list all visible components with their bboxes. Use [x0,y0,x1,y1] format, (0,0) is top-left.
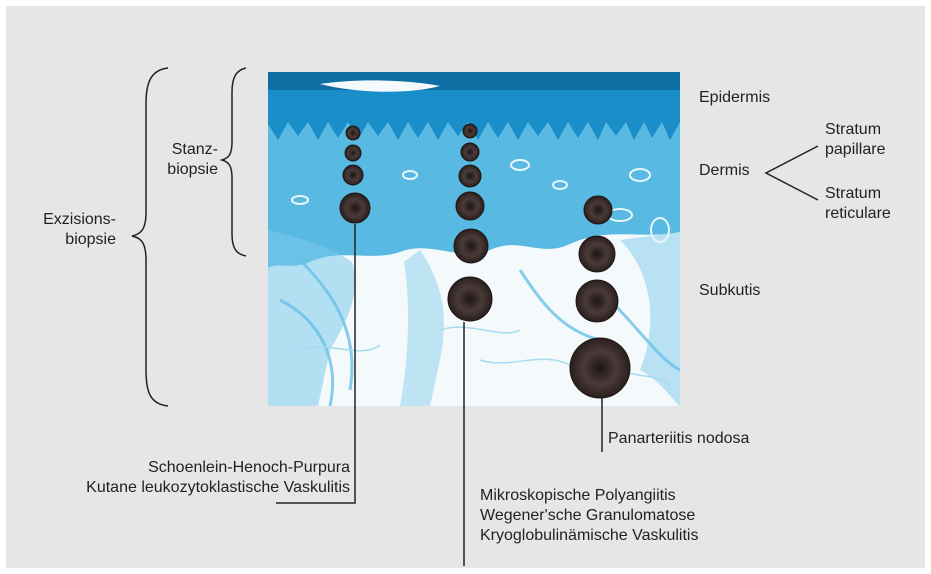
label-line: biopsie [150,160,218,180]
label-line: Stratum [825,184,891,204]
dermis-split-lines [766,146,818,200]
callout-col2: Mikroskopische Polyangiitis Wegener'sche… [480,486,698,546]
vessel [346,126,360,140]
stratum-papillare-label: Stratum papillare [825,120,885,160]
vessel [579,236,615,272]
label-line: papillare [825,140,885,160]
vessel [340,193,370,223]
vessel [448,277,492,321]
vessel [345,145,361,161]
punch-bracket [222,68,246,256]
callout-col3: Panarteriitis nodosa [608,429,749,449]
label-line: Schoenlein-Henoch-Purpura [60,458,350,478]
label-line: Wegener'sche Granulomatose [480,506,698,526]
label-line: Kutane leukozytoklastische Vaskulitis [60,478,350,498]
vessel [456,192,484,220]
epidermis-label: Epidermis [699,88,770,108]
callout-col1: Schoenlein-Henoch-Purpura Kutane leukozy… [60,458,350,498]
vessel [584,196,612,224]
excision-biopsy-label: Exzisions- biopsie [28,210,116,250]
label-line: Panarteriitis nodosa [608,429,749,449]
label-line: Exzisions- [28,210,116,230]
vessel [461,143,479,161]
label-line: biopsie [28,230,116,250]
label-line: Epidermis [699,88,770,108]
vessel [576,280,618,322]
stratum-reticulare-label: Stratum reticulare [825,184,891,224]
label-line: Stanz- [150,140,218,160]
label-line: Kryoglobulinämische Vaskulitis [480,526,698,546]
vessel [343,165,363,185]
vessel [454,229,488,263]
subcutis-label: Subkutis [699,281,760,301]
label-line: reticulare [825,204,891,224]
label-line: Stratum [825,120,885,140]
punch-biopsy-label: Stanz- biopsie [150,140,218,180]
label-line: Subkutis [699,281,760,301]
vessel [570,338,630,398]
vessel [459,165,481,187]
vessel [463,124,477,138]
excision-bracket [132,68,168,406]
stratum-corneum [268,72,680,90]
label-line: Mikroskopische Polyangiitis [480,486,698,506]
dermis-label: Dermis [699,161,750,181]
label-line: Dermis [699,161,750,181]
